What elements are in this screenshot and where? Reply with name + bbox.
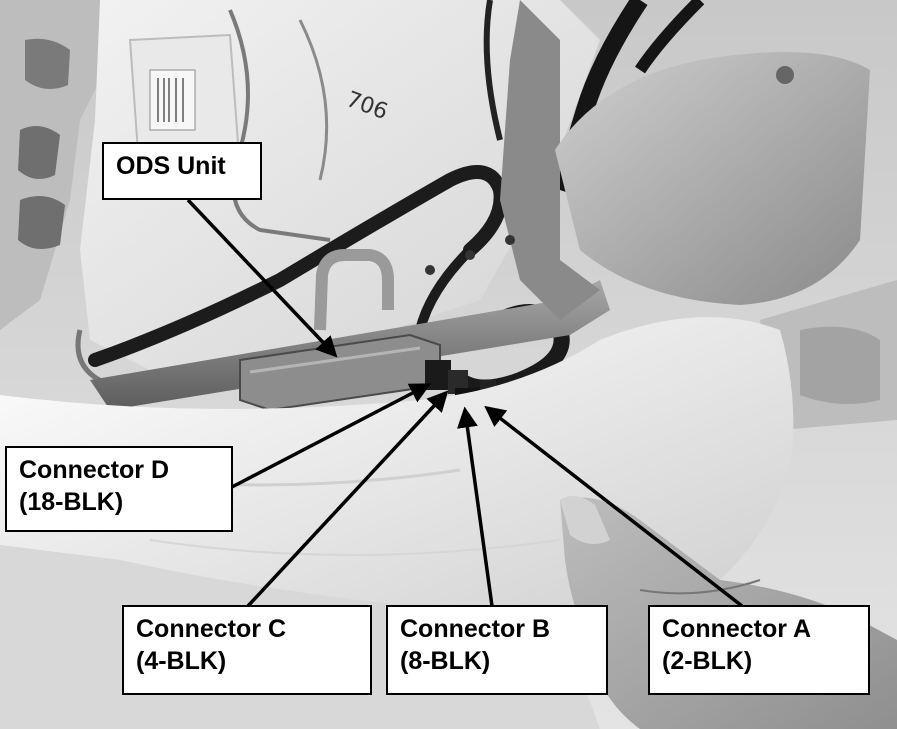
connector-b-label: Connector B (8-BLK) <box>386 605 608 695</box>
arrow-ods-unit <box>186 198 338 358</box>
connector-c-name: Connector C <box>136 615 286 643</box>
connector-d-label: Connector D (18-BLK) <box>5 446 233 532</box>
connector-d-spec: (18-BLK) <box>19 488 124 516</box>
arrow-connector-d <box>231 383 432 489</box>
ods-unit-label: ODS Unit <box>102 142 262 200</box>
connector-c-label: Connector C (4-BLK) <box>122 605 372 695</box>
connector-d-name: Connector D <box>19 456 169 484</box>
arrow-connector-b <box>456 406 494 607</box>
connector-a-label: Connector A (2-BLK) <box>648 605 870 695</box>
arrow-connector-c <box>246 390 449 608</box>
connector-b-spec: (8-BLK) <box>400 647 491 675</box>
connector-c-spec: (4-BLK) <box>136 647 227 675</box>
connector-a-name: Connector A <box>662 615 812 643</box>
arrow-connector-a <box>484 405 744 608</box>
connector-b-name: Connector B <box>400 615 550 643</box>
connector-a-spec: (2-BLK) <box>662 647 753 675</box>
ods-unit-text: ODS Unit <box>116 152 226 180</box>
